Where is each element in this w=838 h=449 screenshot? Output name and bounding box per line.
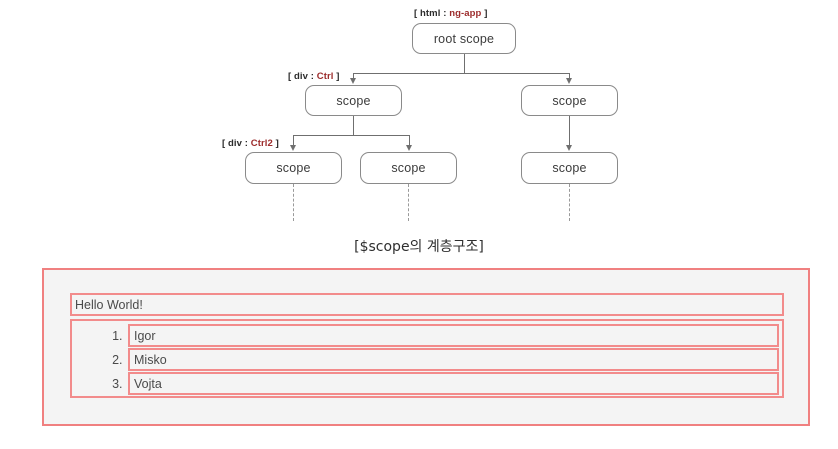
root-scope-tag: [ html : ng-app ] <box>414 8 487 19</box>
list-item-box: Vojta <box>128 372 779 395</box>
dashed-continuation-middle <box>408 184 409 221</box>
node-ctrl2-scope[interactable]: scope <box>245 152 342 184</box>
node-root-scope[interactable]: root scope <box>412 23 516 54</box>
ctrl-tag-accent: Ctrl <box>316 71 334 82</box>
ctrl2-tag-open: [ div : <box>222 138 251 149</box>
arrow-right-to-child <box>566 145 572 151</box>
connector-root-left-drop <box>353 73 354 79</box>
connector-root-bus <box>353 73 569 74</box>
node-root-scope-label: root scope <box>433 31 495 46</box>
arrow-ctrl-to-ctrl2 <box>290 145 296 151</box>
ctrl-scope-tag: [ div : Ctrl ] <box>288 71 340 82</box>
connector-right-stem <box>569 116 570 146</box>
root-tag-accent: ng-app <box>449 8 482 19</box>
connector-root-stem <box>464 54 465 73</box>
node-right-child-scope[interactable]: scope <box>521 152 618 184</box>
name-list: Igor Misko Vojta <box>72 324 779 395</box>
list-item-text: Vojta <box>134 376 162 391</box>
connector-ctrl-left-drop <box>293 135 294 146</box>
ctrl2-tag-close: ] <box>272 138 279 149</box>
node-right-child-scope-label: scope <box>552 161 587 175</box>
arrow-ctrl-to-sibling <box>406 145 412 151</box>
demo-output-panel: Hello World! Igor Misko Vojta <box>42 268 810 426</box>
greeting-box: Hello World! <box>70 293 784 316</box>
node-ctrl-child-scope[interactable]: scope <box>360 152 457 184</box>
list-item: Igor <box>126 324 779 347</box>
dashed-continuation-left <box>293 184 294 221</box>
connector-root-right-drop <box>569 73 570 79</box>
root-tag-open: [ html : <box>414 8 450 19</box>
dashed-continuation-right <box>569 184 570 221</box>
ctrl-tag-open: [ div : <box>288 71 317 82</box>
ctrl2-tag-accent: Ctrl2 <box>250 138 273 149</box>
greeting-text: Hello World! <box>75 297 143 312</box>
root-tag-close: ] <box>481 8 488 19</box>
connector-ctrl-bus <box>293 135 409 136</box>
ctrl-tag-close: ] <box>333 71 340 82</box>
list-item: Misko <box>126 348 779 371</box>
arrow-root-to-right-scope <box>566 78 572 84</box>
list-item-box: Igor <box>128 324 779 347</box>
connector-ctrl-stem <box>353 116 354 135</box>
ctrl2-scope-tag: [ div : Ctrl2 ] <box>222 138 279 149</box>
node-ctrl-scope[interactable]: scope <box>305 85 402 116</box>
connector-ctrl-right-drop <box>409 135 410 146</box>
node-ctrl-scope-label: scope <box>336 93 371 108</box>
name-list-box: Igor Misko Vojta <box>70 319 784 398</box>
list-item-text: Misko <box>134 352 167 367</box>
node-right-scope-label: scope <box>552 93 587 108</box>
node-ctrl-child-scope-label: scope <box>391 161 426 175</box>
diagram-caption: [$scope의 계층구조] <box>354 239 484 255</box>
node-right-scope[interactable]: scope <box>521 85 618 116</box>
scope-hierarchy-diagram: [ html : ng-app ] root scope [ div : Ctr… <box>222 8 618 221</box>
list-item-text: Igor <box>134 328 156 343</box>
node-ctrl2-scope-label: scope <box>276 161 311 175</box>
list-item: Vojta <box>126 372 779 395</box>
list-item-box: Misko <box>128 348 779 371</box>
arrow-root-to-ctrl <box>350 78 356 84</box>
